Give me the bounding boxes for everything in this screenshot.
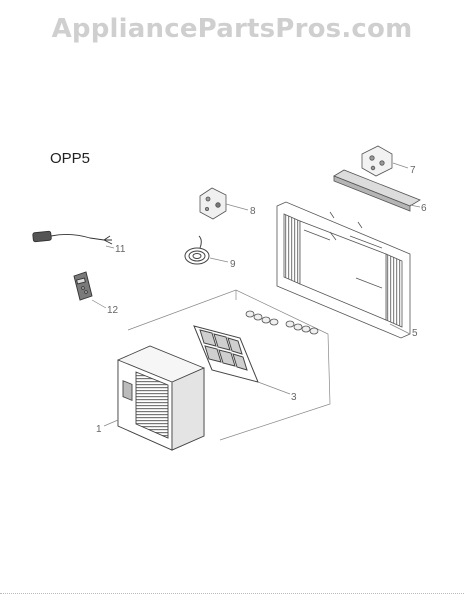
leader-1 (103, 419, 119, 427)
callout-6: 6 (421, 203, 427, 214)
callout-11: 11 (115, 244, 126, 255)
part-12-remote (73, 271, 93, 301)
part-7-bracket (361, 145, 393, 177)
part-11-power-cord (32, 230, 113, 245)
callout-5: 5 (412, 328, 418, 339)
callout-3: 3 (291, 392, 297, 403)
callout-9: 9 (230, 259, 236, 270)
leader-11 (105, 245, 115, 249)
part-8-bracket (199, 187, 227, 220)
cabinet-outline (127, 289, 331, 441)
leader-5 (389, 323, 411, 335)
callout-12: 12 (107, 305, 119, 316)
site-watermark: AppliancePartsPros.com (51, 14, 413, 44)
part-6-rail (333, 169, 421, 212)
callout-8: 8 (250, 206, 256, 217)
coil-row (245, 310, 319, 335)
part-5-window-frame (276, 201, 411, 339)
model-label: OPP5 (50, 150, 91, 167)
part-1-front-panel (117, 345, 205, 451)
leader-7 (392, 162, 409, 169)
callout-7: 7 (410, 165, 416, 176)
leader-3 (257, 381, 291, 395)
leader-12 (91, 299, 107, 309)
bottom-divider (0, 593, 464, 594)
part-9-coil (184, 235, 210, 265)
leader-6 (409, 204, 421, 208)
leader-8 (225, 203, 249, 211)
callout-1: 1 (96, 424, 102, 435)
leader-9 (209, 257, 229, 263)
